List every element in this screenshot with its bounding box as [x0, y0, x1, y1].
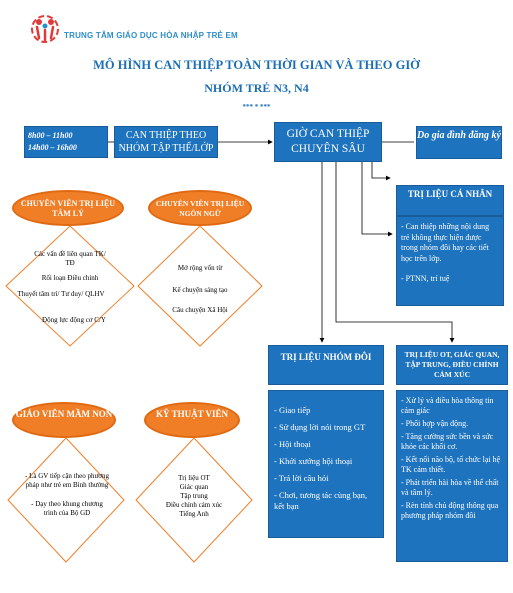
ot-group-header: TRỊ LIỆU OT, GIÁC QUAN, TẬP TRUNG, ĐIỀU …: [396, 345, 508, 385]
list-item: - Phát triển hài hòa về thể chất và tâm …: [401, 478, 499, 497]
technician-diamond: [135, 437, 253, 563]
pair-group-body: - Giao tiếp - Sử dụng lời nói trong GT -…: [268, 390, 384, 538]
connector-to-individual-header: [371, 162, 391, 181]
list-item: - Xử lý và điều hòa thông tin cảm giác: [401, 396, 494, 415]
technician-item: Tập trung: [180, 492, 208, 500]
connector-to-individual: [361, 162, 393, 237]
organization-logo: [28, 12, 62, 46]
list-item: - PTNN, trí tuệ: [401, 274, 450, 283]
list-item: - Trả lời câu hỏi: [274, 473, 329, 483]
language-diamond: [137, 225, 263, 347]
connector-to-ot-group: [335, 162, 455, 343]
technician-item: Tiếng Anh: [179, 510, 209, 518]
speech-therapist-ellipse: CHUYÊN VIÊN TRỊ LIỆU NGÔN NGỮ: [148, 190, 252, 226]
list-item: - Phối hợp vận động.: [401, 419, 469, 428]
time-schedule-box: 8h00 – 11h00 14h00 – 16h00: [24, 126, 108, 158]
individual-therapy-header: TRỊ LIỆU CÁ NHÂN: [396, 185, 504, 216]
title-decoration: *** * ***: [242, 103, 271, 111]
specialist-hours-box: GIỜ CAN THIỆP CHUYÊN SÂU: [274, 122, 382, 162]
teacher-item: - Dạy theo khung chương trình của Bộ GD: [31, 500, 103, 517]
individual-therapy-body: - Can thiệp những nội dung trẻ không thự…: [396, 216, 504, 306]
page-title: MÔ HÌNH CAN THIỆP TOÀN THỜI GIAN VÀ THEO…: [93, 58, 420, 72]
pair-group-header: TRỊ LIỆU NHÓM ĐÔI: [268, 345, 384, 385]
list-item: - Tăng cường sức bền và sức khỏe các khố…: [401, 432, 494, 451]
teacher-item: - Là GV tiếp cận theo phương pháp như tr…: [25, 472, 109, 489]
language-item: Kể chuyện sáng tạo: [172, 286, 228, 294]
technician-item: Trị liệu OT: [178, 474, 210, 482]
page-subtitle: NHÓM TRẺ N3, N4: [204, 81, 309, 95]
family-register-box: Do gia đình đăng ký: [416, 126, 502, 159]
preschool-teacher-ellipse: GIÁO VIÊN MẦM NON: [12, 402, 116, 438]
group-class-box: CAN THIỆP THEO NHÓM TẬP THỂ/LỚP: [114, 126, 218, 158]
technician-item: Giác quan: [179, 483, 209, 491]
list-item: - Chơi, tương tác cùng bạn, kết bạn: [274, 490, 368, 511]
list-item: - Khởi xướng hội thoại: [274, 456, 353, 466]
psychology-item: Các vấn đề liên quan TK/ TĐ: [34, 250, 106, 267]
technician-ellipse: KỸ THUẬT VIÊN: [144, 402, 240, 438]
psychology-diamond: [5, 225, 135, 347]
psychology-item: Động lực động cơ C/Y: [42, 316, 106, 324]
teacher-diamond: [7, 437, 125, 563]
psychology-item: Rối loạn Điều chỉnh: [41, 274, 99, 282]
psychology-item: Thuyết tâm trí/ Tư duy/ QLHV: [17, 290, 105, 298]
language-item: Câu chuyện Xã Hội: [172, 306, 228, 314]
list-item: - Giao tiếp: [274, 405, 311, 415]
ot-group-body: - Xử lý và điều hòa thông tin cảm giác -…: [396, 390, 508, 562]
list-item: - Hội thoại: [274, 439, 311, 449]
psychologist-ellipse: CHUYÊN VIÊN TRỊ LIỆU TÂM LÝ: [12, 190, 124, 226]
time-morning: 8h00 – 11h00: [28, 131, 73, 140]
family-logo-icon: [31, 15, 59, 43]
list-item: - Rèn tính chủ động thông qua phương phá…: [401, 501, 499, 520]
list-item: - Kết nối não bộ, tổ chức lại hệ TK cảm …: [401, 455, 501, 474]
list-item: - Sử dụng lời nói trong GT: [274, 422, 366, 432]
technician-item: Điều chỉnh cảm xúc: [165, 501, 223, 509]
time-afternoon: 14h00 – 16h00: [28, 143, 77, 152]
list-item: - Can thiệp những nội dung trẻ không thự…: [401, 222, 490, 263]
language-item: Mở rộng vốn từ: [177, 264, 223, 272]
org-name: TRUNG TÂM GIÁO DỤC HÒA NHẬP TRẺ EM: [64, 31, 238, 40]
